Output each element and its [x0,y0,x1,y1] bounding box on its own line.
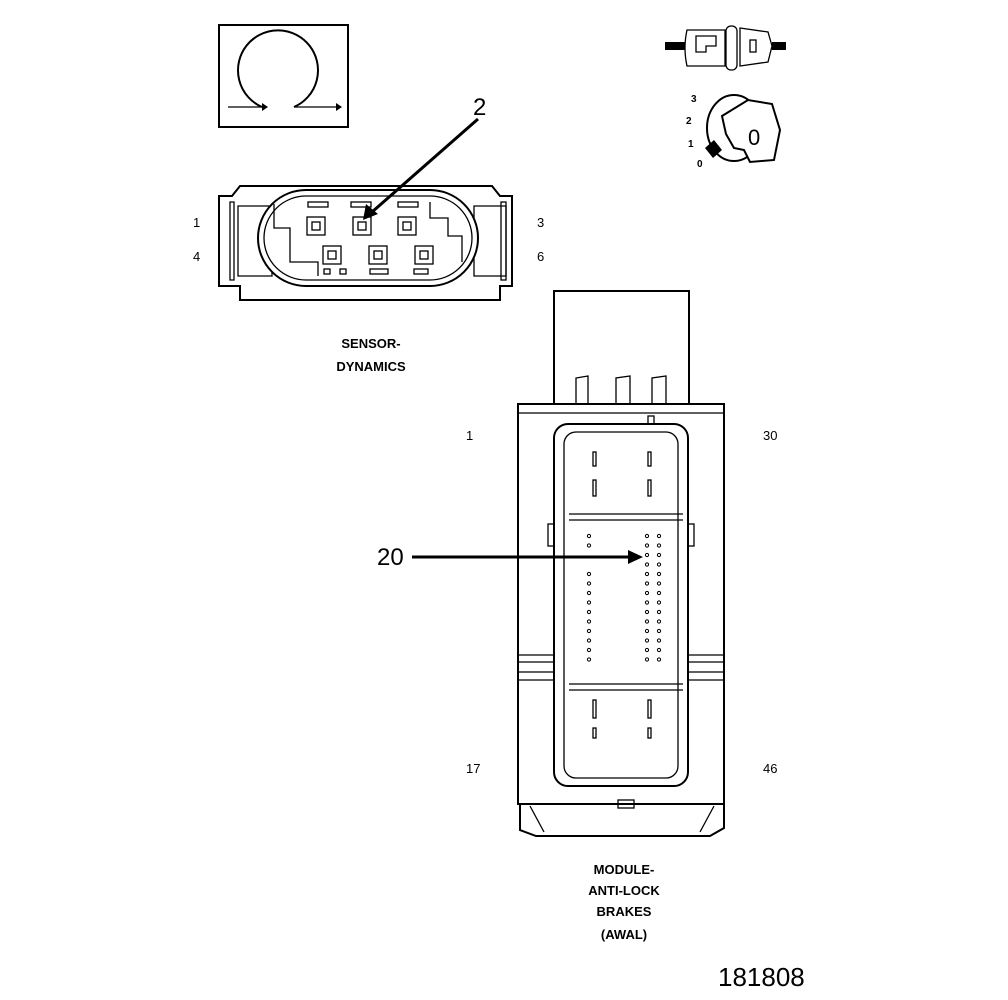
module-pin-cavity [586,657,592,662]
ignition-key-icon: 3 2 1 0 0 [686,94,782,170]
module-pin-cavity [656,619,662,624]
module-pin-cavity [656,638,662,643]
module-pin-cavity [586,543,592,548]
module-pin-cavity [656,609,662,615]
module-pin-cavity [644,543,650,548]
callout-2-arrowhead [363,204,378,220]
module-pin-cavity [656,581,662,586]
key-position-label: 0 [697,159,703,170]
module-pin-cavity [644,552,650,558]
module-pin-cavity [586,609,592,615]
module-pin-cavity [586,581,592,586]
module-pin-cavity [656,628,662,634]
module-pin-cavity [656,543,662,548]
sensor-dynamics-connector [218,185,513,301]
sensor-pin-label-6: 6 [537,249,544,264]
module-caption: ANTI-LOCK [588,883,660,898]
module-pin-cavity [656,571,662,577]
module-pin-cavity [586,619,592,624]
module-pin-cavity [644,638,650,643]
module-pin-label-17: 17 [466,761,480,776]
callout-20-arrowhead [628,550,643,564]
abs-module-connector [517,290,725,837]
module-pin-cavity [586,571,592,577]
module-pin-cavity [586,533,592,539]
module-pin-cavity [644,533,650,539]
module-pin-cavity [644,628,650,634]
module-pin-cavity [644,657,650,662]
sensor-pin-label-4: 4 [193,249,200,264]
module-pin-cavity [644,647,650,653]
module-pin-cavity [656,590,662,596]
sensor-pin-label-3: 3 [537,215,544,230]
module-pin-cavity [656,562,662,567]
module-pin-cavity [586,590,592,596]
module-pin-cavity [656,657,662,662]
callout-20-label: 20 [377,544,404,571]
module-pin-cavity [586,647,592,653]
module-pin-cavity [644,590,650,596]
ohm-symbol-icon [218,24,349,128]
module-pin-cavity [656,533,662,539]
module-pin-cavity [656,647,662,653]
module-pin-cavity [586,638,592,643]
module-pin-label-1: 1 [466,428,473,443]
inline-connector-icon [665,25,786,71]
module-pin-cavity [644,600,650,605]
module-pin-cavity [656,600,662,605]
module-pin-cavity [644,619,650,624]
key-position-label: 2 [686,116,692,127]
module-pin-cavity [644,562,650,567]
module-pin-cavity [644,581,650,586]
module-pin-cavity [644,571,650,577]
module-caption: BRAKES [597,904,652,919]
module-pin-cavity [644,609,650,615]
module-pin-cavity [656,552,662,558]
callout-2-label: 2 [473,94,486,121]
module-pin-cavity [586,600,592,605]
key-position-label: 3 [691,94,697,105]
callout-2-leader [371,117,479,214]
key-position-label: 1 [688,139,694,150]
module-caption: (AWAL) [601,927,647,942]
module-pin-cavity [586,628,592,634]
sensor-caption: SENSOR- [341,336,400,351]
module-pin-cavities [586,533,662,662]
key-label: 0 [748,125,760,150]
module-pin-label-46: 46 [763,761,777,776]
sensor-caption: DYNAMICS [336,359,406,374]
figure-number: 181808 [718,962,805,992]
sensor-pin-label-1: 1 [193,215,200,230]
module-caption: MODULE- [594,862,655,877]
module-pin-label-30: 30 [763,428,777,443]
